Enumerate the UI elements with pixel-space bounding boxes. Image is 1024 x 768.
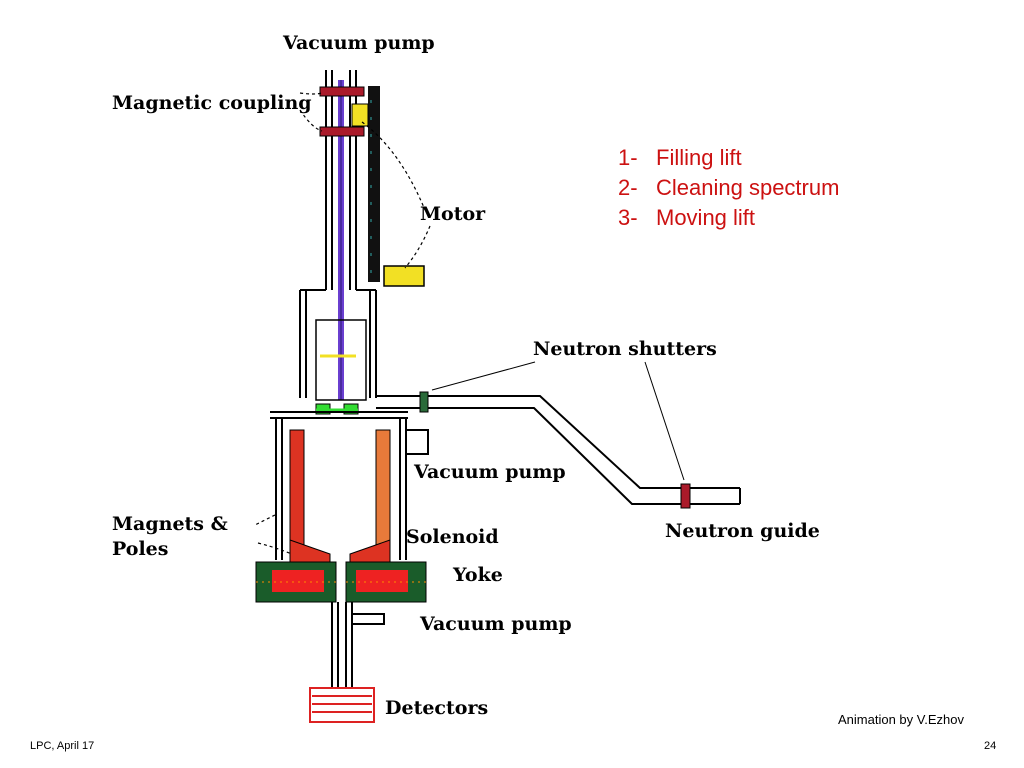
label-detectors: Detectors	[385, 697, 488, 719]
magnets-poles	[289, 429, 391, 567]
motor-block	[383, 265, 425, 287]
label-magnetic-coupling: Magnetic coupling	[112, 92, 312, 114]
label-neutron-guide: Neutron guide	[665, 520, 820, 542]
footer-presentation-info: LPC, April 17	[30, 740, 95, 752]
label-magnets-poles-line2: Poles	[112, 538, 168, 560]
main-chamber	[270, 411, 429, 560]
lift-chamber	[299, 289, 377, 401]
animation-credit: Animation by V.Ezhov	[838, 712, 964, 727]
label-magnets-poles-line1: Magnets &	[112, 513, 228, 535]
lift-platform	[315, 403, 359, 415]
magnetic-coupling	[319, 86, 365, 137]
detectors-block	[309, 687, 375, 723]
label-yoke: Yoke	[452, 564, 503, 586]
page-number: 24	[984, 740, 997, 752]
label-vacuum-pump-bottom: Vacuum pump	[419, 613, 572, 635]
label-vacuum-pump-top: Vacuum pump	[282, 32, 435, 54]
label-solenoid: Solenoid	[406, 526, 499, 548]
lower-tube	[331, 602, 385, 688]
label-vacuum-pump-mid: Vacuum pump	[413, 461, 566, 483]
yoke	[255, 561, 427, 603]
steps-list: 1-Filling lift 2-Cleaning spectrum 3-Mov…	[618, 143, 839, 233]
label-motor: Motor	[420, 203, 486, 225]
step-item: 1-Filling lift	[618, 145, 742, 170]
neutron-shutters	[419, 361, 691, 509]
label-neutron-shutters: Neutron shutters	[533, 338, 717, 360]
step-item: 3-Moving lift	[618, 205, 756, 230]
step-item: 2-Cleaning spectrum	[618, 175, 840, 200]
